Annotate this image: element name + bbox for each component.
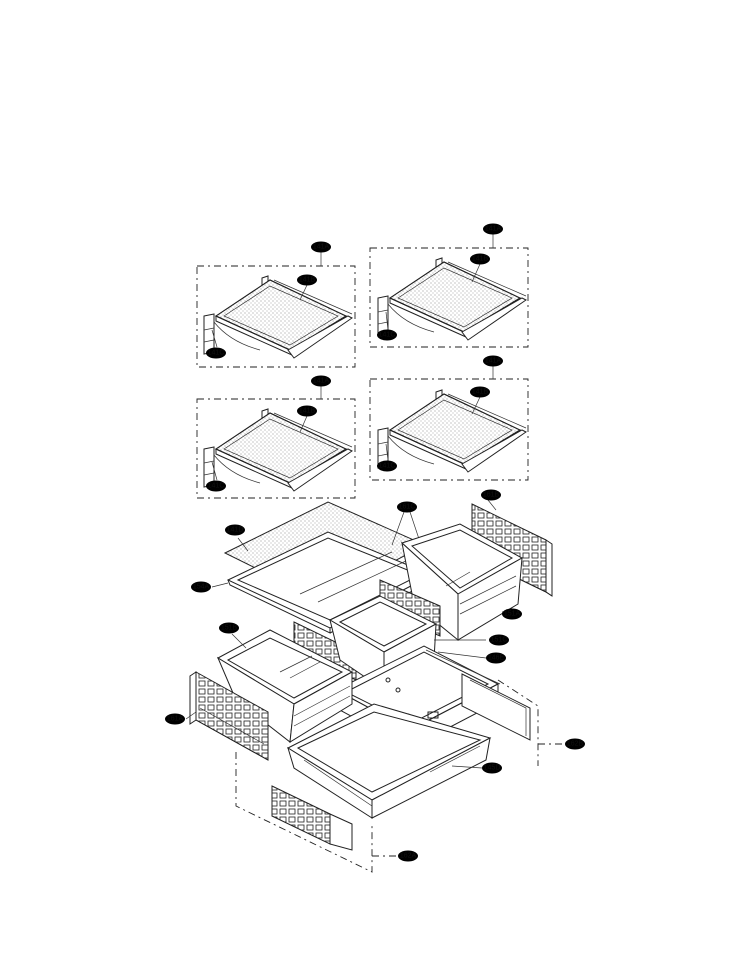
- svg-text:141C: 141C: [208, 350, 225, 357]
- svg-text:161A: 161A: [167, 716, 184, 723]
- label-crisper-center: 151C: [489, 634, 509, 646]
- svg-text:141A: 141A: [485, 358, 502, 365]
- shelf-assembly-4: [369, 366, 529, 481]
- pantry-drawer: [286, 703, 492, 819]
- label-grille-left: 161A: [165, 713, 185, 725]
- label-shelf-glass-2: 141B: [470, 253, 490, 265]
- svg-text:141B: 141B: [472, 256, 489, 263]
- svg-text:141B: 141B: [299, 408, 316, 415]
- svg-text:162B: 162B: [567, 741, 584, 748]
- svg-text:141A: 141A: [485, 226, 502, 233]
- svg-text:162A: 162A: [400, 853, 417, 860]
- svg-text:141C: 141C: [379, 463, 396, 470]
- label-grille-right: 161B: [481, 489, 501, 501]
- shelf-assembly-2: [369, 234, 529, 348]
- label-shelf-frame-1: 141C: [206, 347, 226, 359]
- shelf-assembly-3: [196, 386, 356, 499]
- label-shelf-assembly-1: 141A: [311, 241, 331, 253]
- label-shelf-frame-4: 141C: [377, 460, 397, 472]
- crisper-right: [401, 523, 524, 642]
- crisper-left: [216, 629, 354, 743]
- label-drawer-cover-frame: 154A: [191, 581, 211, 593]
- label-shelf-glass-3: 141B: [297, 405, 317, 417]
- svg-text:141C: 141C: [379, 332, 396, 339]
- label-drawer-cover-glass: 141D: [225, 524, 245, 536]
- label-guide-right: 162B: [565, 738, 585, 750]
- svg-text:161B: 161B: [483, 492, 500, 499]
- svg-text:151C: 151C: [491, 637, 508, 644]
- label-crisper-left: 151B: [219, 622, 239, 634]
- svg-text:146E: 146E: [488, 655, 505, 662]
- grille-right: [471, 499, 553, 597]
- svg-text:141C: 141C: [208, 483, 225, 490]
- label-guide-front: 162A: [398, 850, 418, 862]
- cover-supports: [391, 511, 421, 546]
- grille-left: [185, 671, 269, 761]
- label-shelf-glass-1: 141B: [297, 274, 317, 286]
- guide-front: [235, 752, 396, 873]
- label-shelf-glass-4: 141B: [470, 386, 490, 398]
- label-cover-supports: 161C: [397, 501, 417, 513]
- label-crisper-right: 151A: [502, 608, 522, 620]
- svg-text:141A: 141A: [313, 378, 330, 385]
- svg-text:151A: 151A: [504, 611, 521, 618]
- svg-text:141B: 141B: [472, 389, 489, 396]
- label-shelf-assembly-3: 141A: [311, 375, 331, 387]
- label-rail-assembly: 146E: [486, 652, 506, 664]
- shelf-assembly-1: [196, 252, 356, 368]
- label-shelf-frame-3: 141C: [206, 480, 226, 492]
- svg-text:141A: 141A: [313, 244, 330, 251]
- svg-text:151B: 151B: [221, 625, 238, 632]
- label-shelf-assembly-2: 141A: [483, 223, 503, 235]
- label-shelf-frame-2: 141C: [377, 329, 397, 341]
- svg-text:145D: 145D: [484, 765, 501, 772]
- label-shelf-assembly-4: 141A: [483, 355, 503, 367]
- svg-text:154A: 154A: [193, 584, 210, 591]
- label-pantry-drawer: 145D: [482, 762, 502, 774]
- svg-text:161C: 161C: [399, 504, 416, 511]
- svg-text:141B: 141B: [299, 277, 316, 284]
- svg-text:141D: 141D: [227, 527, 244, 534]
- guide-right: [461, 673, 562, 766]
